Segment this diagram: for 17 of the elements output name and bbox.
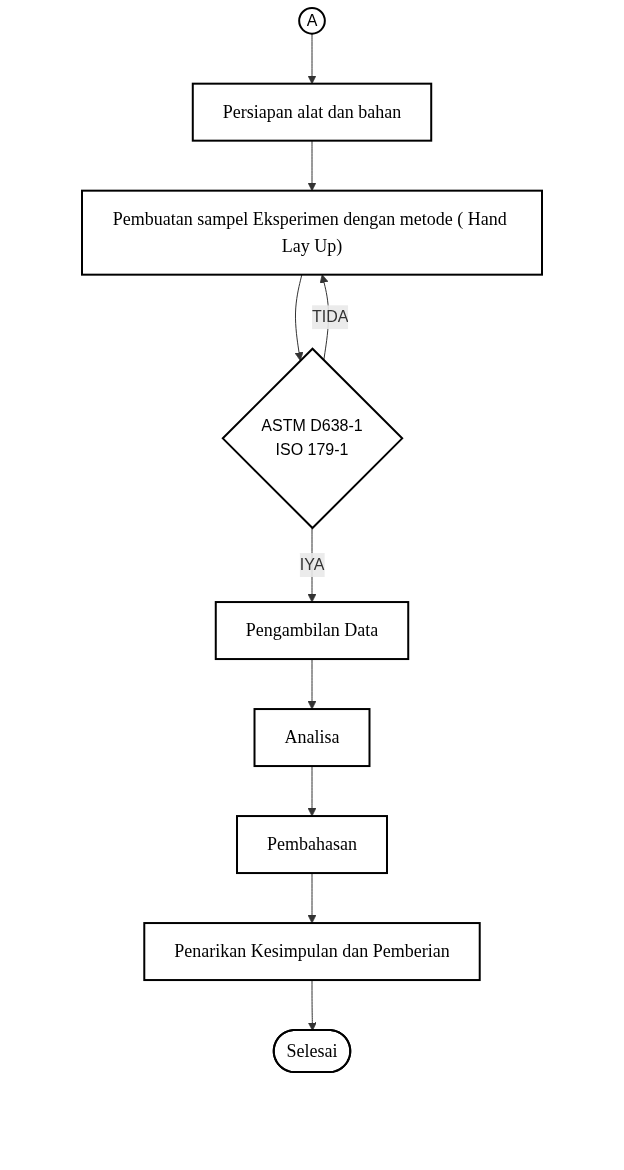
edge-label: TIDA (312, 308, 349, 326)
arrow (307, 979, 317, 1031)
node-box: Pembuatan sampel Eksperimen dengan metode ( Hand Lay Up) (81, 189, 543, 276)
node-circle: A (298, 7, 326, 35)
node-box: Pembahasan (236, 815, 388, 875)
arrow (307, 33, 317, 85)
arrow (294, 274, 304, 361)
node-box: Pengambilan Data (214, 601, 410, 661)
node-box: Penarikan Kesimpulan dan Pemberian (143, 922, 481, 982)
arrow (307, 140, 317, 192)
node-box: Analisa (253, 708, 371, 768)
arrow (307, 658, 317, 710)
edge-label: IYA (299, 556, 325, 574)
node-box: Persiapan alat dan bahan (191, 82, 433, 142)
arrow (307, 872, 317, 924)
arrow (307, 765, 317, 817)
node-diamond: ASTM D638-1 ISO 179-1 (221, 347, 404, 530)
